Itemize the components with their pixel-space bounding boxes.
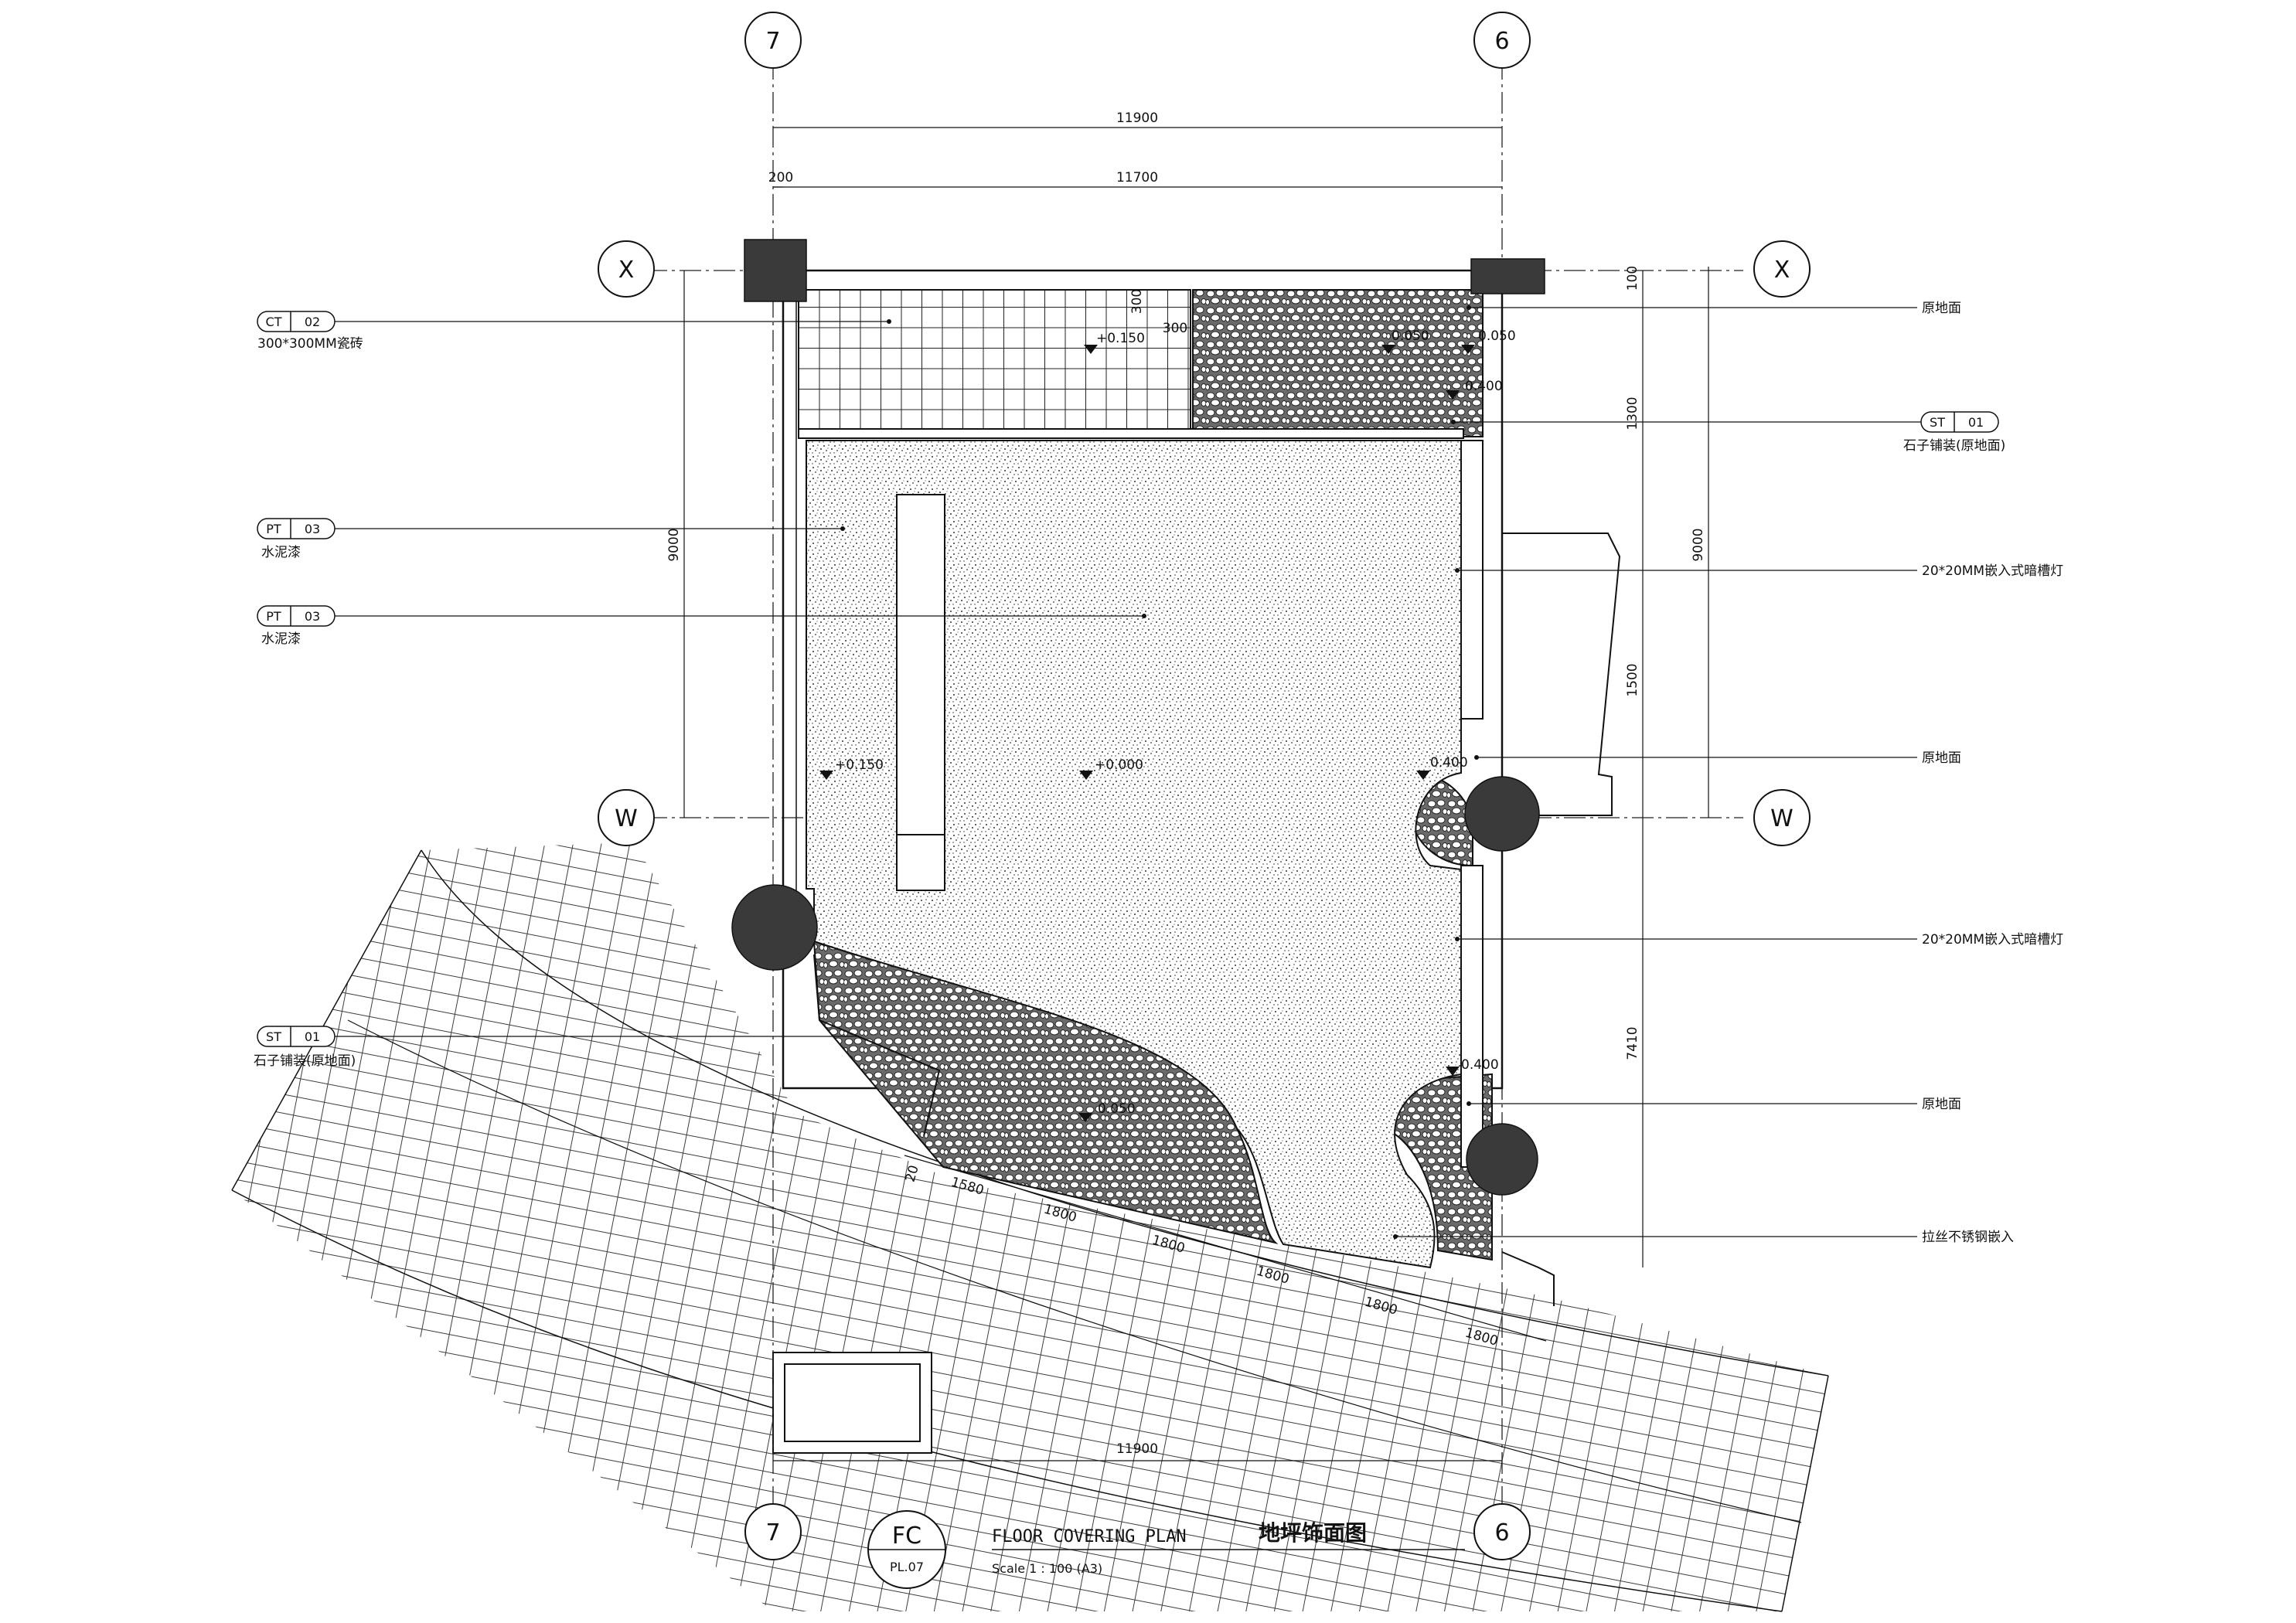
material-tag-st01-left: ST 01 石子铺装(原地面)	[254, 1026, 858, 1069]
right-material-tags: ST 01 石子铺装(原地面) 原地面 20*20MM嵌入式暗槽灯 原地面 20…	[1393, 301, 2063, 1245]
svg-text:300: 300	[1163, 321, 1187, 336]
svg-text:W: W	[615, 805, 638, 832]
svg-text:CT: CT	[266, 315, 282, 329]
svg-text:水泥漆: 水泥漆	[261, 631, 301, 647]
svg-text:0.050: 0.050	[1098, 1101, 1136, 1117]
svg-text:+0.150: +0.150	[1096, 331, 1145, 346]
svg-text:石子铺装(原地面): 石子铺装(原地面)	[254, 1053, 356, 1069]
svg-text:300: 300	[1129, 289, 1145, 314]
grid-bubble-col-7-bottom: 7	[744, 1503, 802, 1560]
svg-text:6: 6	[1494, 1519, 1509, 1546]
grid-bubble-row-w-left: W	[598, 789, 655, 846]
svg-text:原地面: 原地面	[1922, 1097, 1961, 1112]
svg-text:7410: 7410	[1625, 1026, 1640, 1060]
svg-text:0.400: 0.400	[1461, 1057, 1499, 1073]
level-markers: +0.150 0.050 0.050 0.400 +0.150 +0.000 0…	[819, 328, 1516, 1122]
note-line: 20*20MM嵌入式暗槽灯	[1455, 563, 2063, 579]
svg-text:11900: 11900	[1116, 111, 1158, 126]
svg-text:拉丝不锈钢嵌入: 拉丝不锈钢嵌入	[1922, 1230, 2014, 1245]
columns	[731, 239, 1545, 1196]
svg-text:11700: 11700	[1116, 170, 1158, 185]
svg-text:01: 01	[305, 1029, 320, 1044]
grid-bubble-col-6-top: 6	[1473, 12, 1531, 69]
svg-text:02: 02	[305, 315, 320, 329]
svg-text:X: X	[1774, 257, 1790, 284]
svg-text:9000: 9000	[1691, 528, 1706, 561]
svg-text:ST: ST	[266, 1029, 281, 1044]
svg-text:7: 7	[765, 28, 780, 55]
title-sheet: PL.07	[890, 1560, 924, 1574]
dimension-lines	[683, 127, 1709, 1461]
material-tag-pt03-a: PT 03 水泥漆	[257, 518, 845, 560]
svg-text:X: X	[618, 257, 635, 284]
svg-text:20*20MM嵌入式暗槽灯: 20*20MM嵌入式暗槽灯	[1922, 563, 2063, 579]
svg-text:20*20MM嵌入式暗槽灯: 20*20MM嵌入式暗槽灯	[1922, 932, 2063, 948]
svg-text:1300: 1300	[1625, 396, 1640, 430]
svg-text:+0.000: +0.000	[1095, 757, 1143, 773]
grid-bubble-row-w-right: W	[1753, 789, 1811, 846]
level-marker: 0.050	[1381, 328, 1429, 354]
cement-floor-zone	[806, 440, 1462, 1269]
svg-text:7: 7	[765, 1519, 780, 1546]
level-marker: +0.150	[819, 757, 884, 780]
svg-text:0.400: 0.400	[1430, 755, 1468, 771]
level-marker: +0.150	[1084, 331, 1145, 354]
note-line: 20*20MM嵌入式暗槽灯	[1455, 932, 2063, 948]
title-name-cn: 地坪饰面图	[1259, 1520, 1367, 1546]
svg-text:原地面: 原地面	[1922, 301, 1961, 316]
svg-text:原地面: 原地面	[1922, 750, 1961, 766]
pebble-zones	[812, 289, 1493, 1261]
svg-text:03: 03	[305, 522, 320, 536]
grid-bubble-row-x-right: X	[1753, 240, 1811, 298]
svg-text:PT: PT	[266, 522, 281, 536]
level-marker: 0.400	[1446, 379, 1503, 400]
interior-elements	[798, 428, 1621, 1306]
title-symbol: FC	[892, 1523, 921, 1550]
svg-text:300*300MM瓷砖: 300*300MM瓷砖	[257, 336, 363, 352]
title-block: FC PL.07 FLOOR COVERING PLAN 地坪饰面图 Scale…	[867, 1510, 1465, 1589]
level-marker: 0.400	[1416, 755, 1468, 780]
level-marker: 0.400	[1446, 1057, 1499, 1076]
svg-text:0.050: 0.050	[1478, 328, 1516, 344]
title-scale: Scale 1 : 100 (A3)	[992, 1561, 1102, 1576]
material-tag-pt03-b: PT 03 水泥漆	[257, 605, 1146, 647]
svg-text:100: 100	[1625, 266, 1640, 291]
tile-floor-zone	[798, 289, 1191, 434]
note-line: 原地面	[1467, 301, 1961, 316]
svg-text:0.050: 0.050	[1392, 328, 1429, 344]
left-material-tags: CT 02 300*300MM瓷砖 PT 03 水泥漆 PT 03 水泥漆	[254, 311, 1146, 1069]
title-name-en: FLOOR COVERING PLAN	[992, 1527, 1187, 1546]
svg-text:W: W	[1770, 805, 1794, 832]
grid-bubble-row-x-left: X	[598, 240, 655, 298]
svg-text:水泥漆: 水泥漆	[261, 545, 301, 560]
svg-text:03: 03	[305, 609, 320, 624]
note-line: 拉丝不锈钢嵌入	[1393, 1230, 2014, 1245]
material-tag-st01-right: ST 01 石子铺装(原地面)	[1451, 411, 2005, 454]
svg-text:6: 6	[1494, 28, 1509, 55]
note-line: 原地面	[1474, 750, 1961, 766]
svg-text:ST: ST	[1930, 415, 1945, 430]
svg-text:11900: 11900	[1116, 1441, 1158, 1457]
svg-text:0.400: 0.400	[1465, 379, 1503, 394]
level-marker: 0.050	[1461, 328, 1516, 354]
grid-bubble-col-6-bottom: 6	[1473, 1503, 1531, 1560]
svg-text:200: 200	[768, 170, 793, 185]
svg-text:PT: PT	[266, 609, 281, 624]
level-marker: 0.050	[1078, 1101, 1136, 1122]
grid-bubble-col-7-top: 7	[744, 12, 802, 69]
level-marker: +0.000	[1079, 757, 1143, 780]
material-tag-ct02: CT 02 300*300MM瓷砖	[257, 311, 891, 352]
svg-text:01: 01	[1968, 415, 1984, 430]
svg-text:石子铺装(原地面): 石子铺装(原地面)	[1903, 438, 2005, 454]
exterior-paving	[231, 842, 1829, 1612]
note-line: 原地面	[1467, 1097, 1961, 1112]
svg-text:9000: 9000	[666, 528, 682, 561]
svg-text:+0.150: +0.150	[835, 757, 884, 773]
svg-text:1500: 1500	[1625, 663, 1640, 696]
